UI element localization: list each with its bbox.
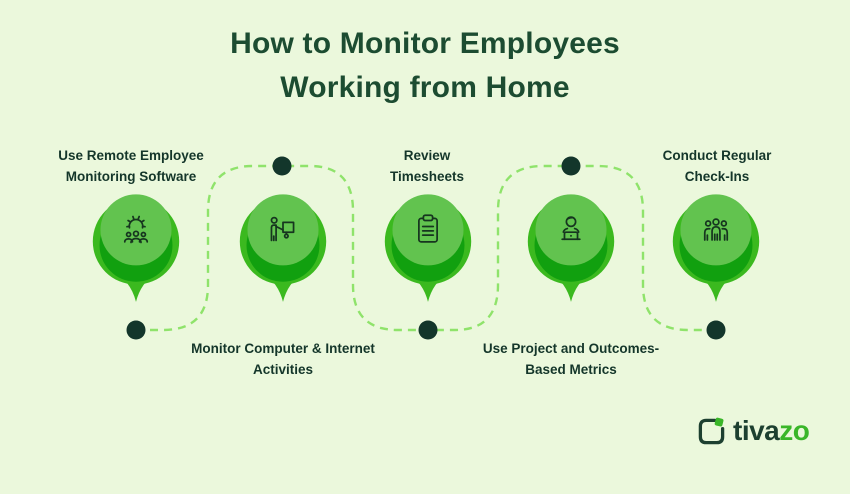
step-3-label: Review Timesheets <box>312 145 542 187</box>
step-2-label-line1: Monitor Computer & Internet <box>191 341 375 356</box>
logo: tivazo <box>697 415 810 446</box>
logo-text-primary: tiva <box>733 415 780 446</box>
step-4-label-line1: Use Project and Outcomes- <box>482 341 660 356</box>
pin-marker <box>672 194 760 302</box>
connector-dot <box>418 320 438 340</box>
page-title-line2: Working from Home <box>280 71 570 104</box>
connector-dot <box>561 156 581 176</box>
step-2-label-line2: Activities <box>252 362 314 377</box>
team-gear-icon <box>123 215 149 244</box>
step-5-label-line1: Conduct Regular <box>662 148 772 163</box>
step-1-label-line1: Use Remote Employee <box>58 148 204 163</box>
logo-text: tivazo <box>733 415 810 446</box>
clipboard-icon <box>418 214 438 243</box>
presenter-board-icon <box>270 216 295 242</box>
step-4-label: Use Project and Outcomes- Based Metrics <box>456 338 686 380</box>
step-4-label-line2: Based Metrics <box>525 362 617 377</box>
step-2-label: Monitor Computer & Internet Activities <box>168 338 398 380</box>
connector-dot <box>126 320 146 340</box>
step-1-label-line2: Monitoring Software <box>65 169 197 184</box>
connector-dot <box>706 320 726 340</box>
step-3-label-line2: Timesheets <box>389 169 465 184</box>
logo-text-accent: zo <box>779 415 810 446</box>
page-title: How to Monitor Employees Working from Ho… <box>0 22 850 110</box>
step-5-label-line2: Check-Ins <box>684 169 750 184</box>
connector-dot <box>272 156 292 176</box>
pin-marker <box>527 194 615 302</box>
pin-marker <box>239 194 327 302</box>
pin-marker <box>92 194 180 302</box>
page-title-line1: How to Monitor Employees <box>230 27 620 60</box>
tivazo-logo-icon <box>698 417 725 444</box>
step-3-label-line1: Review <box>403 148 451 163</box>
team-icon <box>703 218 729 241</box>
pin-marker <box>384 194 472 302</box>
step-1-label: Use Remote Employee Monitoring Software <box>16 145 246 187</box>
step-5-label: Conduct Regular Check-Ins <box>602 145 832 187</box>
person-laptop-icon <box>561 216 581 241</box>
